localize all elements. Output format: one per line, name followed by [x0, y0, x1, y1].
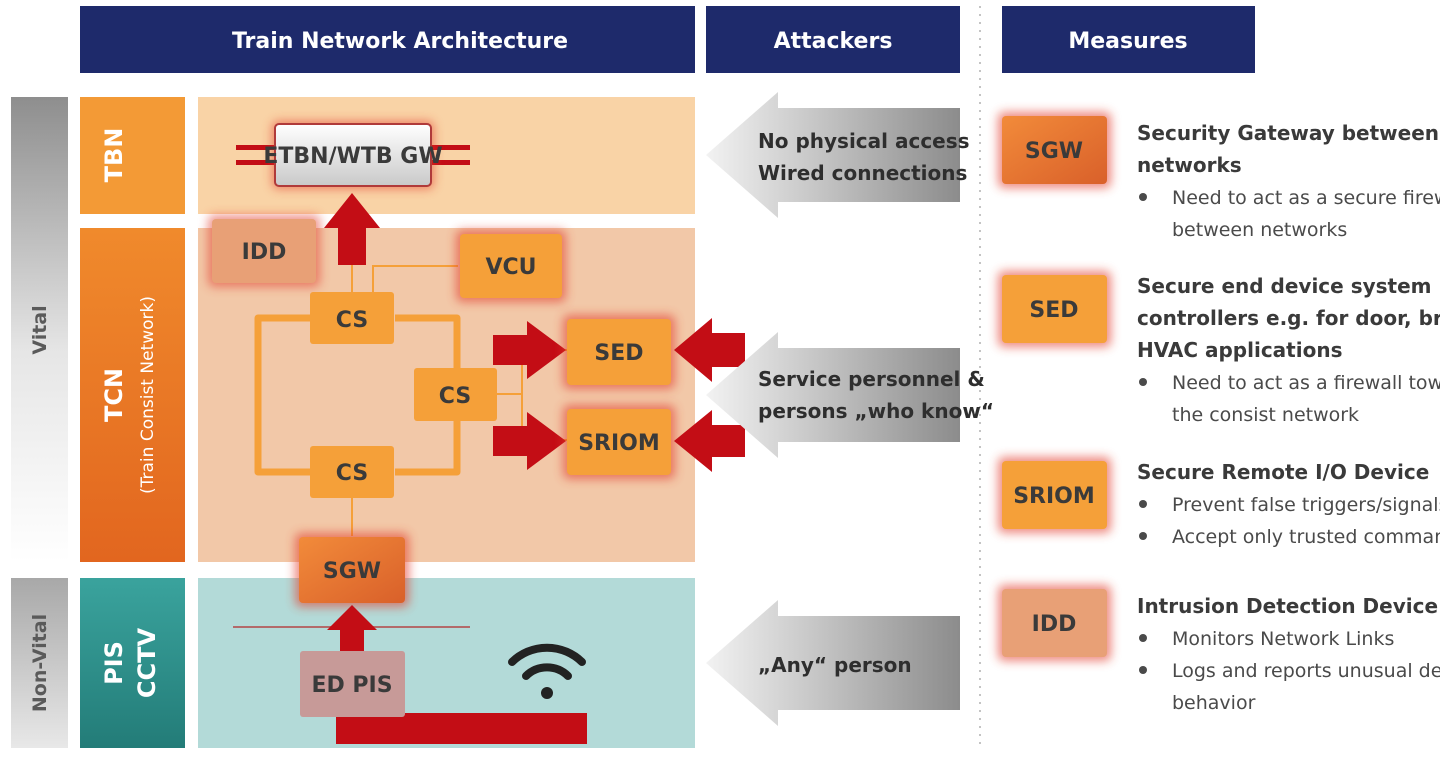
measure-sgw-badge: SGW: [1025, 139, 1083, 164]
header-measures-label: Measures: [1068, 29, 1187, 54]
header-architecture-label: Train Network Architecture: [232, 29, 568, 54]
pis-label-box: [80, 578, 185, 748]
cs-top-label: CS: [336, 308, 368, 333]
measure-sriom-bullet-2: Accept only trusted commands: [1172, 526, 1440, 548]
header-measures: Measures: [1002, 6, 1255, 73]
attacker-tcn-line1: Service personnel &: [758, 367, 985, 391]
measure-sed-title-1: Secure end device system: [1137, 274, 1432, 298]
cs-middle-label: CS: [439, 384, 471, 409]
sed-inbound-arrow: [493, 321, 566, 379]
idd-label: IDD: [242, 240, 287, 265]
measure-sgw-bullet-1a: Need to act as a secure firewall: [1172, 187, 1440, 209]
measure-sriom: SRIOM Secure Remote I/O Device Prevent f…: [998, 457, 1440, 548]
etbn-label: ETBN/WTB GW: [263, 144, 442, 169]
bullet: [1139, 193, 1147, 201]
idd-node: IDD: [208, 215, 320, 287]
attacker-pis-line1: „Any“ person: [758, 653, 912, 677]
measure-sed-bullet-1a: Need to act as a firewall towards: [1172, 372, 1440, 394]
cs-switch-middle: CS: [414, 368, 497, 421]
tcn-sub-label: (Train Consist Network): [138, 296, 158, 494]
cs-switch-top: CS: [310, 292, 394, 344]
ed-pis-node: ED PIS: [300, 651, 405, 717]
measure-sed: SED Secure end device system controllers…: [998, 271, 1440, 426]
pis-uplink-arrow: [327, 605, 377, 655]
tbn-label: TBN: [100, 128, 128, 183]
measure-sgw-title-2: networks: [1137, 153, 1242, 177]
sed-node: SED: [563, 315, 675, 389]
bullet: [1139, 378, 1147, 386]
tcn-label: TCN: [100, 368, 128, 422]
sriom-node: SRIOM: [563, 405, 675, 479]
tcn-label-box: [80, 228, 185, 562]
measure-sriom-title-1: Secure Remote I/O Device: [1137, 460, 1429, 484]
measure-sgw: SGW Security Gateway between networks Ne…: [998, 112, 1440, 241]
bullet: [1139, 634, 1147, 642]
measure-sed-title-2: controllers e.g. for door, break,: [1137, 306, 1440, 330]
sed-label: SED: [594, 341, 643, 366]
header-architecture: Train Network Architecture: [80, 6, 695, 73]
bullet: [1139, 532, 1147, 540]
attacker-arrow-pis: „Any“ person: [706, 600, 960, 726]
vcu-label: VCU: [485, 255, 536, 280]
wifi-icon: [508, 643, 586, 699]
measure-idd-bullet-2b: behavior: [1172, 692, 1256, 714]
pis-red-bar: [336, 713, 587, 744]
measure-sgw-bullet-1b: between networks: [1172, 219, 1347, 241]
non-vital-label: Non-Vital: [29, 614, 51, 712]
header-attackers: Attackers: [706, 6, 960, 73]
attacker-tcn-line2: persons „who know“: [758, 399, 994, 423]
cs-switch-bottom: CS: [310, 446, 394, 498]
vital-bar: [11, 97, 68, 562]
attacker-arrow-tbn: No physical access Wired connections: [706, 92, 970, 218]
measure-idd-bullet-2a: Logs and reports unusual device: [1172, 660, 1440, 682]
vcu-node: VCU: [456, 230, 566, 302]
measure-sgw-title-1: Security Gateway between: [1137, 121, 1439, 145]
cs-bottom-label: CS: [336, 461, 368, 486]
sgw-label: SGW: [323, 559, 381, 584]
sriom-attack-arrow: [674, 410, 745, 472]
cctv-label: CCTV: [133, 627, 161, 698]
attacker-tbn-line2: Wired connections: [758, 161, 967, 185]
measure-idd-title-1: Intrusion Detection Device: [1137, 594, 1438, 618]
measure-sed-badge: SED: [1029, 298, 1078, 323]
bullet: [1139, 500, 1147, 508]
sriom-label: SRIOM: [578, 431, 660, 456]
measure-sed-bullet-1b: the consist network: [1172, 404, 1359, 426]
vital-label: Vital: [29, 305, 51, 354]
measure-sriom-badge: SRIOM: [1013, 484, 1095, 509]
header-attackers-label: Attackers: [774, 29, 893, 54]
bullet: [1139, 666, 1147, 674]
uplink-arrow: [324, 193, 380, 265]
sed-attack-arrow: [674, 318, 745, 382]
ed-pis-label: ED PIS: [311, 673, 392, 698]
non-vital-bar: [11, 578, 68, 748]
measure-sed-title-3: HVAC applications: [1137, 338, 1342, 362]
etbn-wtb-gateway: ETBN/WTB GW: [236, 121, 470, 189]
tbn-label-box: [80, 97, 185, 214]
sriom-inbound-arrow: [493, 412, 566, 470]
measure-idd: IDD Intrusion Detection Device Monitors …: [998, 585, 1440, 714]
sgw-node: SGW: [295, 533, 409, 607]
attacker-arrow-tcn: Service personnel & persons „who know“: [706, 332, 994, 458]
attacker-tbn-line1: No physical access: [758, 129, 970, 153]
pis-label: PIS: [100, 641, 128, 685]
measure-idd-bullet-1: Monitors Network Links: [1172, 628, 1394, 650]
measure-idd-badge: IDD: [1032, 612, 1077, 637]
measure-sriom-bullet-1: Prevent false triggers/signals: [1172, 494, 1440, 516]
